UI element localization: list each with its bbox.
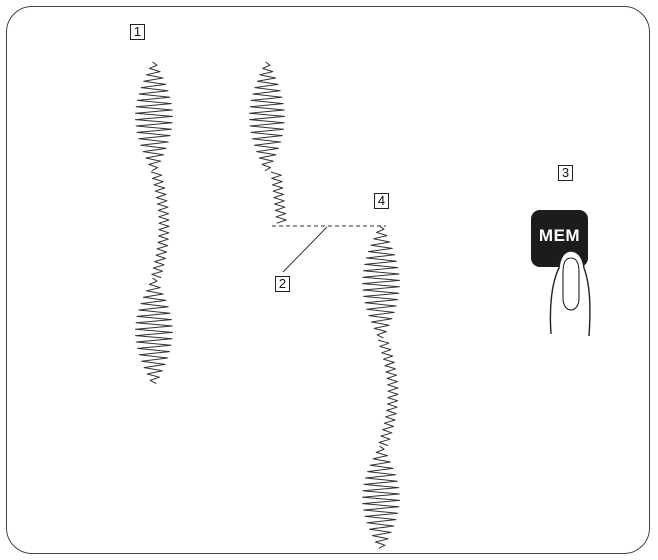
stitch-col1-spindle-bottom <box>135 277 173 385</box>
mem-button-label: MEM <box>538 226 581 245</box>
stitch-col3-spindle-top <box>362 225 400 339</box>
callout-1: 1 <box>130 24 145 40</box>
stitch-col2-zigzag <box>270 171 287 224</box>
callout-4: 4 <box>374 193 389 209</box>
stitch-col1-spindle-top <box>135 61 173 172</box>
mem-button[interactable]: MEM <box>531 210 588 267</box>
stitch-col3-zigzag <box>377 339 399 447</box>
stitch-col3-spindle-bottom <box>362 445 400 549</box>
leader-line <box>282 226 328 273</box>
stitch-col2-spindle <box>249 61 285 172</box>
diagram-frame <box>6 6 650 554</box>
callout-3: 3 <box>558 165 573 181</box>
callout-2: 2 <box>275 276 290 292</box>
stitch-col1-zigzag <box>150 171 170 279</box>
